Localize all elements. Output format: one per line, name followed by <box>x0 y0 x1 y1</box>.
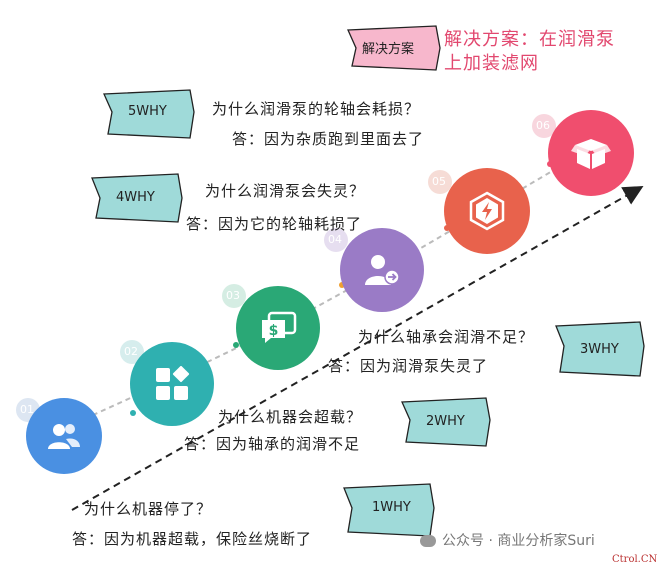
tag-5why: 5WHY <box>128 104 167 119</box>
question-4: 为什么润滑泵会失灵？ <box>205 182 366 200</box>
question-3: 为什么轴承会润滑不足？ <box>358 328 535 346</box>
question-2: 为什么机器会超载？ <box>218 408 363 426</box>
svg-text:$: $ <box>269 323 279 339</box>
step-circle-3: $ <box>236 286 320 370</box>
watermark: 公众号 · 商业分析家Suri <box>420 530 595 550</box>
watermark-site: Ctrol.CN <box>612 554 658 565</box>
apps-icon <box>156 366 190 400</box>
banner-3why <box>555 321 645 377</box>
tag-4why: 4WHY <box>116 190 155 205</box>
solution-label: 解决方案 <box>362 42 415 57</box>
answer-2: 答：因为轴承的润滑不足 <box>184 435 361 453</box>
step-number-5: 05 <box>432 175 446 188</box>
answer-5: 答：因为杂质跑到里面去了 <box>232 130 425 148</box>
chat-dollar-icon: $ <box>262 311 297 343</box>
user-arrow-icon <box>365 255 400 285</box>
tag-2why: 2WHY <box>426 414 465 429</box>
tag-3why: 3WHY <box>580 342 619 357</box>
box-icon <box>571 139 611 169</box>
banner-4why <box>91 173 183 223</box>
solution-banner <box>347 25 441 71</box>
answer-1: 答：因为机器超载，保险丝烧断了 <box>72 530 313 548</box>
step-circle-1 <box>26 398 102 474</box>
step-number-4: 04 <box>328 233 342 246</box>
question-5: 为什么润滑泵的轮轴会耗损？ <box>212 100 421 118</box>
banner-5why <box>103 89 195 139</box>
wechat-icon <box>420 535 436 547</box>
question-1: 为什么机器停了？ <box>84 500 213 518</box>
solution-text: 解决方案：在润滑泵上加装滤网 <box>444 29 615 74</box>
bolt-shield-icon <box>469 191 505 231</box>
tag-1why: 1WHY <box>372 500 411 515</box>
answer-4: 答：因为它的轮轴耗损了 <box>186 215 363 233</box>
banner-2why <box>401 397 491 447</box>
trend-arrow <box>71 186 644 511</box>
step-number-2: 02 <box>124 345 138 358</box>
answer-3: 答：因为润滑泵失灵了 <box>328 357 489 375</box>
step-circle-4 <box>340 228 424 312</box>
users-icon <box>48 424 80 449</box>
step-circle-2 <box>130 342 214 426</box>
step-circle-6 <box>548 110 634 196</box>
step-number-1: 01 <box>20 403 34 416</box>
step-number-6: 06 <box>536 119 550 132</box>
step-circle-5 <box>444 168 530 254</box>
step-number-3: 03 <box>226 289 240 302</box>
